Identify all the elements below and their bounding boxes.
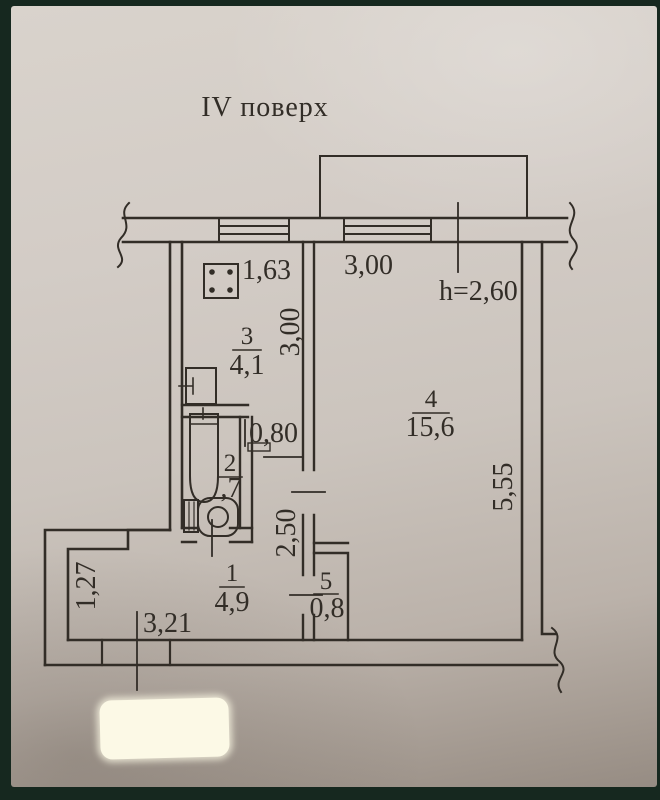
hallway-inner-contour (66, 528, 172, 642)
redaction-blob (99, 697, 230, 760)
room-living-label: 4 15,6 (406, 386, 455, 443)
right-wall (520, 240, 557, 642)
paper-sheet (11, 6, 657, 787)
toilet-icon (183, 497, 239, 537)
kitchen-window (218, 217, 290, 243)
bathtub-icon (189, 407, 219, 504)
dim-door-width: 0,80 (249, 418, 298, 449)
room-bath-number: 2 (224, 450, 237, 477)
door-ticks (100, 202, 459, 691)
bathroom-right-wall (238, 415, 254, 544)
living-window (343, 217, 432, 243)
stove-icon (203, 263, 239, 299)
dim-corridor-length: 2,50 (271, 509, 302, 558)
kitchen-block-left-wall (168, 240, 184, 532)
fixtures (178, 263, 239, 537)
windows (218, 155, 528, 243)
entry-opening-ticks (100, 638, 172, 667)
dim-kitchen-depth: 3,00 (275, 308, 306, 357)
room-hall-area: 4,9 (215, 587, 250, 618)
room-bath-area: ,7 (221, 473, 242, 504)
kitchen-living-wall (301, 240, 316, 642)
room-hall-label: 1 4,9 (215, 560, 250, 618)
wall-breaks (116, 201, 578, 694)
bottom-wall (43, 638, 559, 667)
room-number-underlines (217, 349, 450, 595)
page-title: IV поверх (201, 92, 329, 123)
break-right-bottom (550, 626, 565, 694)
balcony-outline (319, 155, 528, 219)
dim-living-width: 3,00 (344, 250, 393, 281)
room-kitchen-label: 3 4,1 (230, 323, 265, 381)
room-living-area: 15,6 (406, 412, 455, 443)
dim-hall-width: 3,21 (143, 608, 192, 639)
dim-living-depth: 5,55 (488, 463, 519, 512)
labels: IV поверх 1,63 3,00 h=2,60 3,00 5,55 0,8… (71, 92, 519, 639)
kitchen-door-leaf (247, 442, 271, 452)
room-hall-number: 1 (226, 560, 239, 587)
room-closet-area: 0,8 (310, 593, 345, 624)
break-left (116, 201, 131, 269)
room-kitchen-number: 3 (241, 323, 254, 350)
sink-icon (178, 367, 217, 405)
closet-walls (312, 541, 350, 642)
dim-hall-depth: 1,27 (71, 562, 102, 611)
room-living-number: 4 (425, 386, 438, 413)
kitchen-bottom-wall (180, 403, 250, 419)
room-kitchen-area: 4,1 (230, 350, 265, 381)
dim-kitchen-width: 1,63 (242, 255, 291, 286)
room-closet-number: 5 (320, 568, 333, 595)
dim-ceiling-height: h=2,60 (439, 276, 518, 307)
room-bath-label: 2 ,7 (221, 450, 242, 504)
break-right-top (568, 201, 578, 271)
room-closet-label: 5 0,8 (310, 568, 345, 624)
